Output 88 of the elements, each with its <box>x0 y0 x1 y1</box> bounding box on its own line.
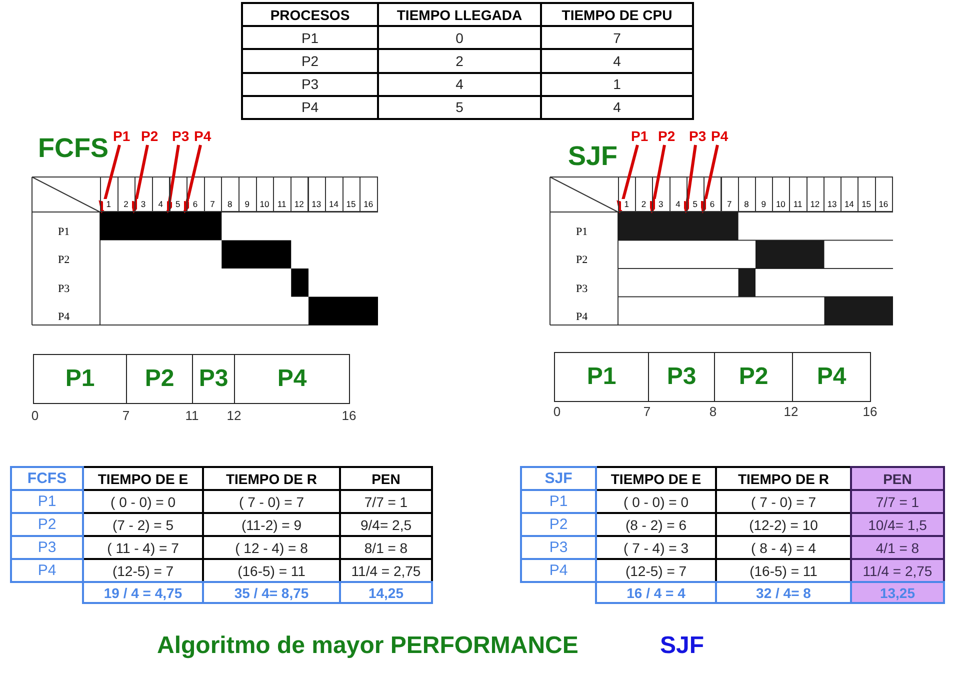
arrow <box>130 144 149 214</box>
time-label: 0 <box>30 408 40 423</box>
timeline-segment: P2 <box>126 354 193 404</box>
table-cell: 16 / 4 = 4 <box>595 581 717 604</box>
time-label: 0 <box>552 404 562 419</box>
arrow <box>181 144 202 214</box>
process-label: P3 <box>576 282 588 294</box>
timeline-segment: P1 <box>33 354 127 404</box>
time-label: 15 <box>860 199 872 210</box>
process-label: P3 <box>58 282 70 294</box>
table-cell: P4 <box>10 558 84 583</box>
arrow-label: P4 <box>194 128 212 144</box>
table-cell: FCFS <box>10 466 84 491</box>
table-cell: P2 <box>520 512 597 537</box>
table-cell: P4 <box>241 94 379 120</box>
time-label: 16 <box>362 199 374 210</box>
process-label: P1 <box>58 226 70 238</box>
arrow <box>616 144 639 214</box>
time-label: 10 <box>258 199 270 210</box>
table-cell: P2 <box>10 512 84 537</box>
arrow-label: P2 <box>658 128 676 144</box>
time-label: 10 <box>774 199 787 210</box>
time-label: 7 <box>642 404 652 419</box>
time-label: 13 <box>826 199 838 210</box>
table-cell: 4 <box>540 94 694 120</box>
table-cell: PEN <box>850 466 945 491</box>
time-label: 12 <box>226 408 242 423</box>
table-cell: P3 <box>520 535 597 560</box>
time-label: 8 <box>708 404 718 419</box>
time-scale-row <box>618 177 893 212</box>
time-label: 16 <box>877 199 890 210</box>
process-label: P1 <box>576 226 588 238</box>
timeline-segment: P4 <box>792 352 871 402</box>
time-label: 11 <box>792 199 804 210</box>
time-label: 15 <box>345 199 358 210</box>
time-label: 16 <box>340 408 358 423</box>
arrow-label: P1 <box>631 128 648 144</box>
arrow-label: P3 <box>172 128 190 144</box>
table-cell: 35 / 4= 8,75 <box>202 581 341 604</box>
table-cell: 13,25 <box>850 581 945 604</box>
conclusion-text: SJF <box>660 632 704 660</box>
table-cell: 4/1 = 8 <box>850 535 945 560</box>
process-label: P2 <box>58 254 70 266</box>
timeline-segment: P3 <box>192 354 235 404</box>
time-label: 7 <box>121 408 131 423</box>
table-cell: P3 <box>10 535 84 560</box>
table-cell: 7/7 = 1 <box>850 489 945 514</box>
table-cell: PEN <box>339 466 433 491</box>
arrow-label: P1 <box>113 128 130 144</box>
arrow-label: P2 <box>141 128 158 144</box>
arrow-label: P4 <box>711 128 728 144</box>
timeline-segment: P4 <box>234 354 350 404</box>
time-scale-row <box>100 177 378 212</box>
process-label: P2 <box>576 254 588 266</box>
time-label: 5 <box>689 199 702 210</box>
timeline-segment: P1 <box>554 352 649 402</box>
table-cell: TIEMPO DE CPU <box>540 2 694 28</box>
time-label: 12 <box>808 199 821 210</box>
time-label: 16 <box>862 404 878 419</box>
arrow-label: P3 <box>689 128 706 144</box>
table-cell: 10/4= 1,5 <box>850 512 945 537</box>
time-label: 12 <box>293 199 306 210</box>
time-label: 14 <box>328 199 340 210</box>
process-label: P4 <box>576 310 588 323</box>
time-label: 13 <box>310 199 322 210</box>
table-cell: SJF <box>520 466 597 491</box>
section-heading: FCFS <box>38 133 108 164</box>
time-label: 12 <box>782 404 800 419</box>
table-cell: 19 / 4 = 4,75 <box>82 581 204 604</box>
table-cell: PROCESOS <box>241 2 379 28</box>
conclusion-text: Algoritmo de mayor PERFORMANCE <box>157 632 578 660</box>
time-label: 11 <box>276 199 288 210</box>
arrow <box>98 144 121 214</box>
process-label: P4 <box>58 310 70 323</box>
timeline-segment: P2 <box>714 352 793 402</box>
arrow <box>648 144 666 214</box>
time-label: 11 <box>184 408 200 423</box>
table-cell: P1 <box>520 489 597 514</box>
table-cell: 11/4 = 2,75 <box>850 558 945 583</box>
timeline-segment: P3 <box>648 352 715 402</box>
table-cell: 32 / 4= 8 <box>715 581 852 604</box>
arrow <box>699 144 719 214</box>
table-cell: P4 <box>520 558 597 583</box>
table-cell: P1 <box>10 489 84 514</box>
time-label: 14 <box>843 199 856 210</box>
table-cell: 14,25 <box>339 581 433 604</box>
section-heading: SJF <box>568 141 618 172</box>
time-label: 5 <box>172 199 184 210</box>
